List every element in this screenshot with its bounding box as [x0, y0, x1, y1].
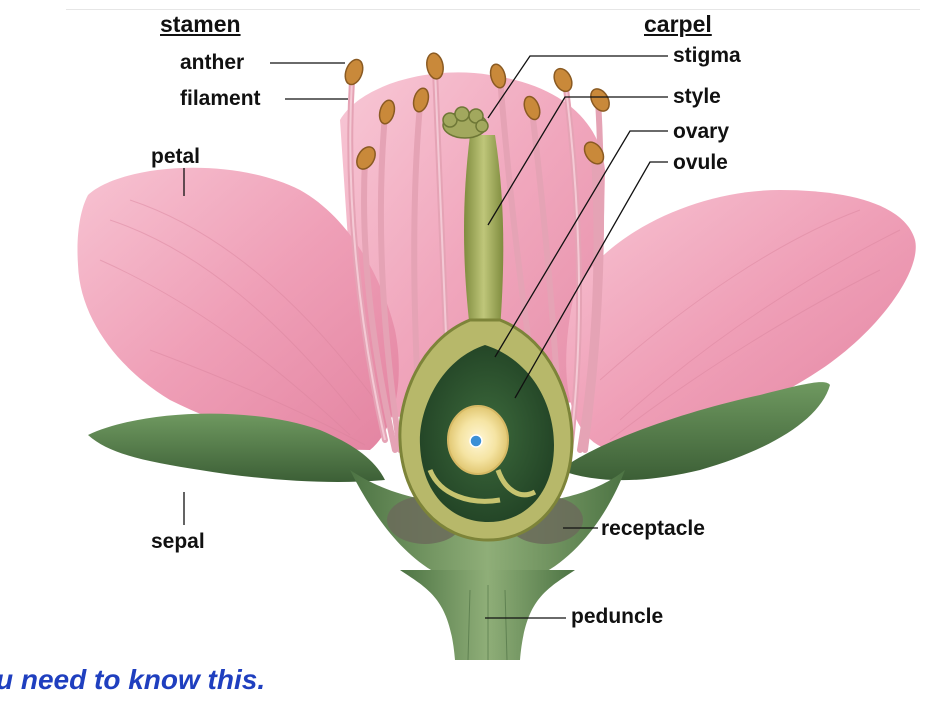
footer-note: u need to know this.	[0, 664, 266, 695]
leader-lines	[183, 55, 668, 619]
ovule-label: ovule	[673, 151, 728, 174]
anther-label: anther	[180, 51, 245, 74]
petal-right	[566, 190, 916, 450]
style-shape	[464, 135, 504, 330]
anthers	[344, 52, 610, 170]
carpel-header: carpel	[644, 11, 712, 37]
ovary-label: ovary	[673, 120, 730, 143]
sepal-right	[560, 382, 830, 481]
stamen-header: stamen	[160, 11, 241, 37]
style-label: style	[673, 85, 721, 108]
sepal-label: sepal	[151, 530, 205, 553]
peduncle-label: peduncle	[571, 605, 664, 628]
filament-label: filament	[180, 87, 261, 110]
top-divider	[66, 9, 920, 10]
stigma-shape	[442, 106, 489, 139]
petal-left	[77, 167, 399, 451]
sepal-left	[88, 413, 385, 482]
receptacle-label: receptacle	[601, 517, 705, 540]
stigma-label: stigma	[673, 44, 741, 67]
petal-label: petal	[151, 145, 201, 168]
